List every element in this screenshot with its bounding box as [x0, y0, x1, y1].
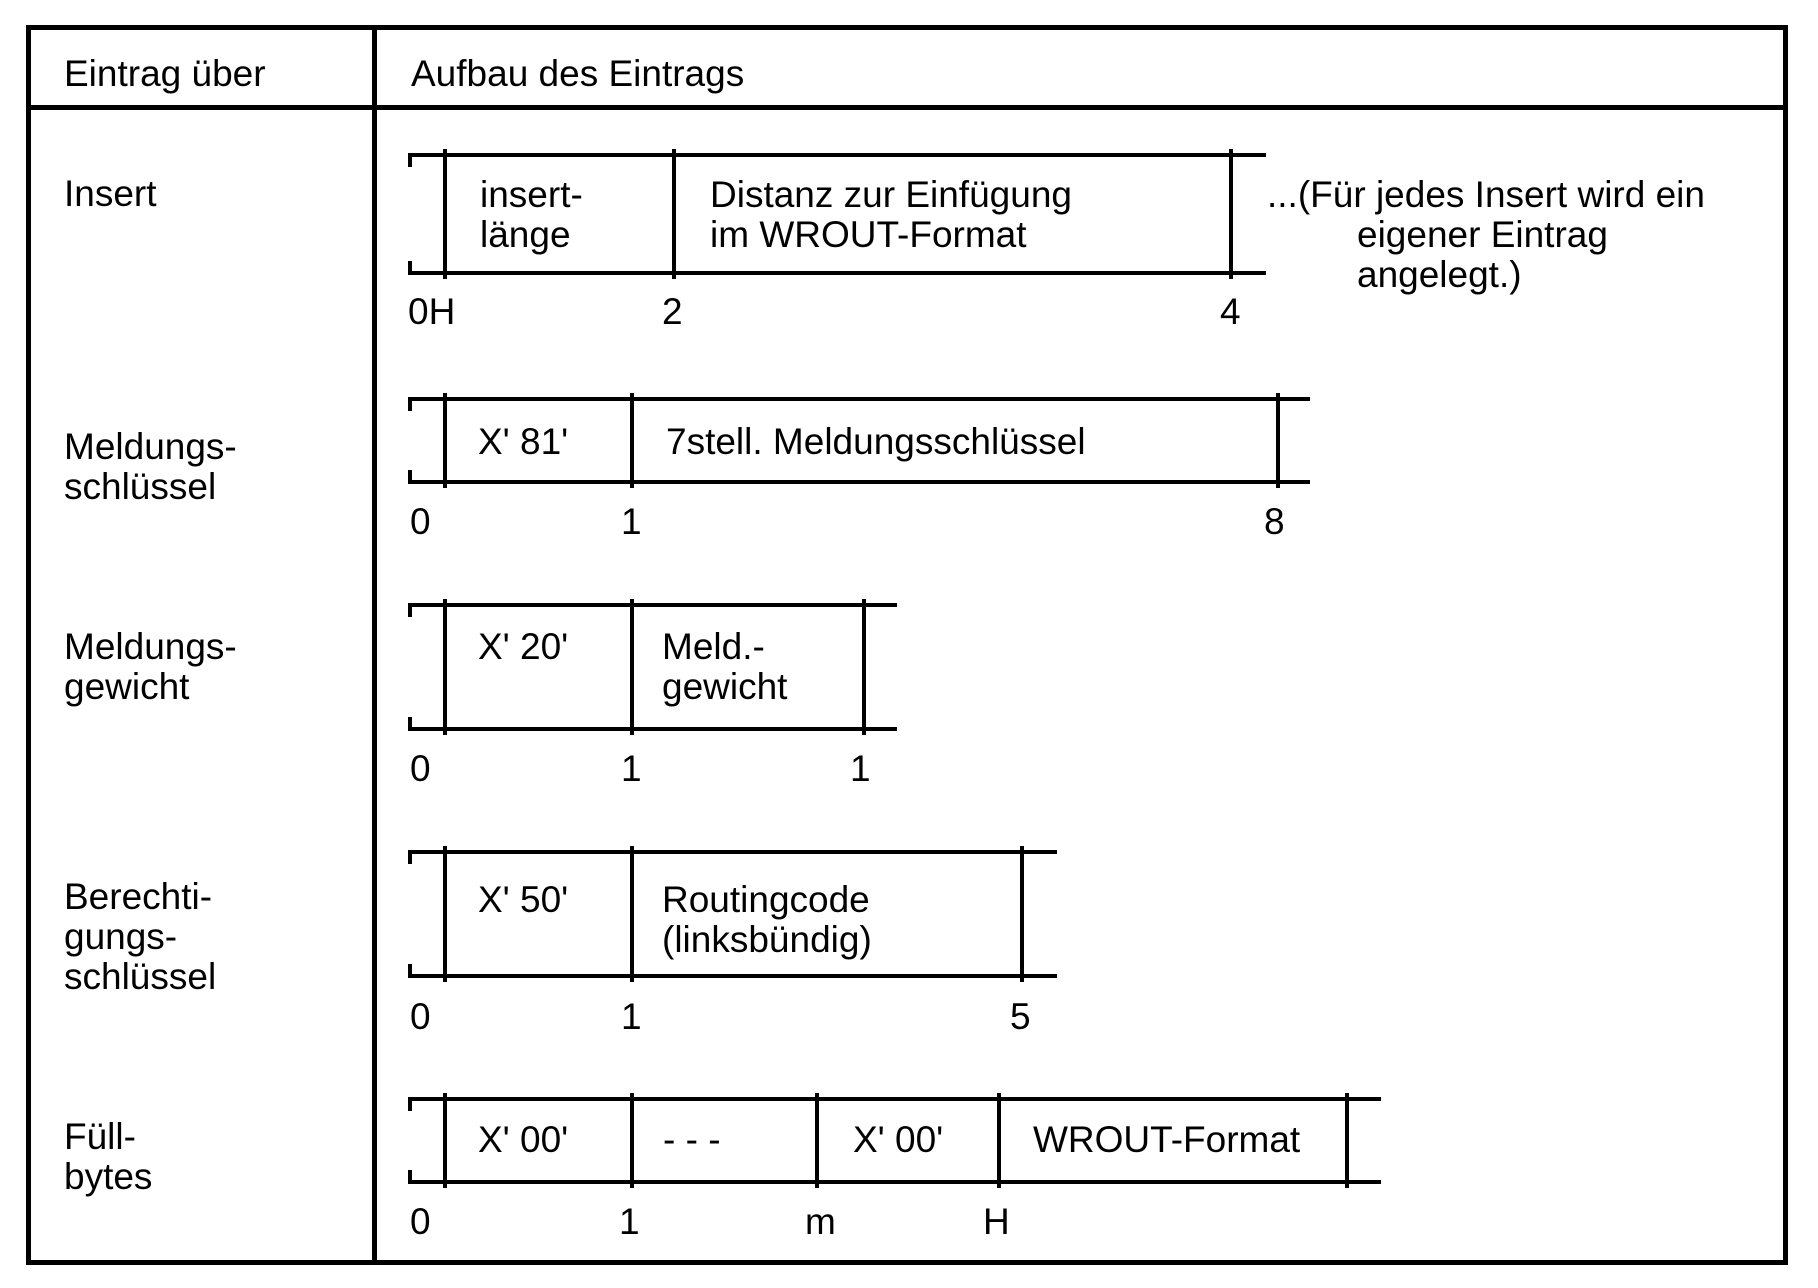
field-meldungsschluessel: 7stell. Meldungsschlüssel — [666, 421, 1086, 462]
diagram-cell-divider — [443, 149, 447, 279]
diagram-cell-divider — [443, 846, 447, 982]
diagram-left-tick-top — [408, 153, 412, 167]
diagram-bottom-line — [408, 974, 1057, 978]
diagram-cell-divider — [862, 599, 866, 735]
field-insert-laenge: insert- länge — [480, 174, 583, 255]
field-x00-second: X' 00' — [853, 1119, 944, 1160]
diagram-cell-divider — [815, 1093, 819, 1188]
diagram-cell-divider — [443, 393, 447, 488]
diagram-cell-divider — [1345, 1093, 1349, 1188]
offset-marker: 1 — [621, 501, 642, 542]
diagram-bottom-line — [408, 480, 1310, 484]
field-filler-dashes: - - - — [663, 1119, 721, 1160]
field-routingcode: Routingcode (linksbündig) — [662, 879, 872, 960]
diagram-cell-divider — [630, 393, 634, 488]
offset-marker: 1 — [621, 996, 642, 1037]
diagram-top-line — [408, 153, 1266, 157]
diagram-cell-divider — [443, 599, 447, 735]
field-x20: X' 20' — [478, 626, 569, 667]
diagram-cell-divider — [630, 846, 634, 982]
row-label-fuellbytes: Füll- bytes — [64, 1116, 153, 1197]
offset-marker: 2 — [662, 291, 683, 332]
field-x81: X' 81' — [478, 421, 569, 462]
header-separator-line — [26, 105, 1788, 110]
diagram-left-tick-bottom — [408, 261, 412, 275]
offset-marker: 1 — [619, 1201, 640, 1242]
offset-marker: H — [983, 1201, 1010, 1242]
diagram-bottom-line — [408, 271, 1266, 275]
field-meldungsgewicht: Meld.- gewicht — [662, 626, 788, 707]
field-x50: X' 50' — [478, 879, 569, 920]
offset-marker: 8 — [1264, 501, 1285, 542]
diagram-cell-divider — [1229, 149, 1233, 279]
row-label-meldungsgewicht: Meldungs- gewicht — [64, 626, 237, 707]
diagram-left-tick-bottom — [408, 1170, 412, 1184]
diagram-top-line — [408, 850, 1057, 854]
field-distanz-wrout: Distanz zur Einfügung im WROUT-Format — [710, 174, 1072, 255]
diagram-left-tick-top — [408, 397, 412, 411]
offset-marker: 5 — [1010, 996, 1031, 1037]
diagram-left-tick-top — [408, 603, 412, 617]
diagram-left-tick-top — [408, 850, 412, 864]
field-x00-first: X' 00' — [478, 1119, 569, 1160]
diagram-cell-divider — [1020, 846, 1024, 982]
diagram-bottom-line — [408, 727, 897, 731]
diagram-cell-divider — [630, 599, 634, 735]
diagram-top-line — [408, 1097, 1381, 1101]
diagram-cell-divider — [997, 1093, 1001, 1188]
diagram-left-tick-bottom — [408, 470, 412, 484]
diagram-cell-divider — [630, 1093, 634, 1188]
diagram-top-line — [408, 603, 897, 607]
field-wrout-format: WROUT-Format — [1033, 1119, 1301, 1160]
diagram-top-line — [408, 397, 1310, 401]
offset-marker: 4 — [1220, 291, 1241, 332]
row-label-insert: Insert — [64, 173, 157, 214]
offset-marker: 0 — [410, 1201, 431, 1242]
insert-note-line-1: ...(Für jedes Insert wird ein — [1267, 174, 1705, 215]
offset-marker: 1 — [850, 748, 871, 789]
header-cell-eintrag-ueber: Eintrag über — [64, 53, 266, 94]
diagram-left-tick-bottom — [408, 717, 412, 731]
insert-note-line-2: eigener Eintrag — [1357, 214, 1608, 255]
table-outer-border — [26, 25, 1788, 1265]
diagram-cell-divider — [443, 1093, 447, 1188]
diagram-left-tick-top — [408, 1097, 412, 1111]
diagram-bottom-line — [408, 1180, 1381, 1184]
offset-marker: 0 — [410, 996, 431, 1037]
row-label-meldungsschluessel: Meldungs- schlüssel — [64, 426, 237, 507]
diagram-left-tick-bottom — [408, 964, 412, 978]
diagram-cell-divider — [1276, 393, 1280, 488]
header-cell-aufbau-des-eintrags: Aufbau des Eintrags — [411, 53, 745, 94]
offset-marker: 0H — [408, 291, 456, 332]
offset-marker: m — [805, 1201, 836, 1242]
column-divider-line — [372, 25, 377, 1265]
offset-marker: 0 — [410, 748, 431, 789]
offset-marker: 1 — [621, 748, 642, 789]
diagram-cell-divider — [672, 149, 676, 279]
row-label-berechtigungsschluessel: Berechti- gungs- schlüssel — [64, 876, 217, 997]
insert-note-line-3: angelegt.) — [1357, 254, 1522, 295]
offset-marker: 0 — [410, 501, 431, 542]
